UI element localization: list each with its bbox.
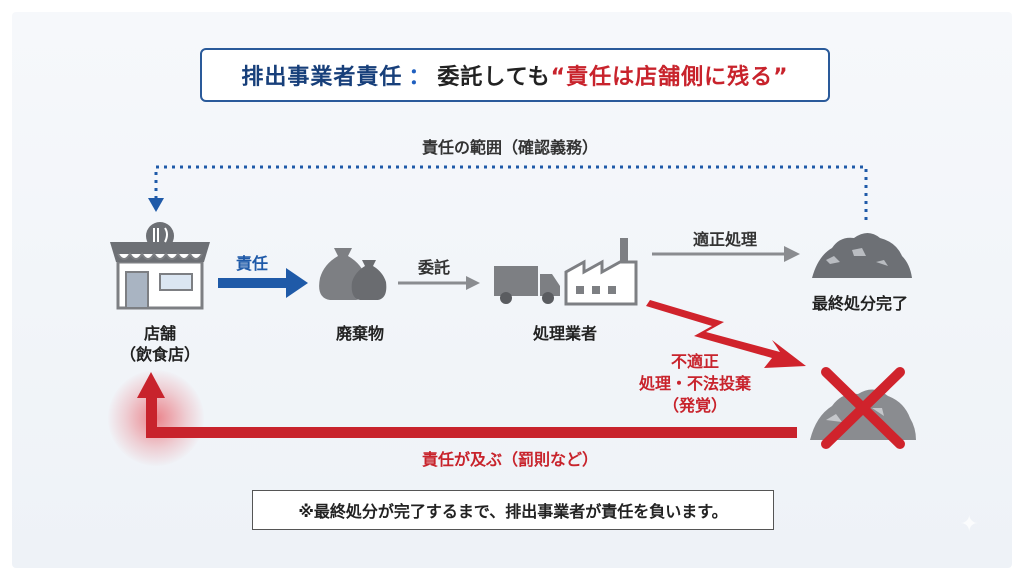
processor-label: 処理業者 — [532, 324, 597, 343]
garbage-bag-icon — [319, 248, 387, 300]
improper-label-line2: 処理・不法投棄 — [638, 374, 751, 393]
proper-processing-arrow — [652, 246, 800, 262]
scope-label: 責任の範囲（確認義務） — [421, 138, 598, 157]
improper-lightning-arrow — [646, 300, 806, 368]
liability-label: 責任が及ぶ（罰則など） — [421, 450, 598, 469]
waste-label: 廃棄物 — [335, 324, 384, 343]
final-disposal-label: 最終処分完了 — [811, 294, 908, 313]
improper-label-line3: （発覚） — [662, 396, 727, 415]
store-icon — [110, 222, 210, 310]
store-label-line1: 店舗 — [143, 324, 176, 343]
sparkle-icon: ✦ — [960, 512, 979, 537]
store-label-line2: （飲食店） — [119, 345, 200, 364]
title-part3: “責任は店舗側に残る” — [550, 65, 789, 90]
footnote-text: ※最終処分が完了するまで、排出事業者が責任を負います。 — [298, 502, 728, 521]
proper-processing-label: 適正処理 — [692, 230, 757, 249]
scope-dotted-arrow — [154, 165, 868, 220]
title-part2: 委託しても — [437, 65, 551, 90]
responsibility-label: 責任 — [235, 254, 268, 273]
responsibility-arrow — [218, 268, 308, 298]
factory-icon — [564, 238, 638, 306]
entrust-label: 委託 — [417, 258, 450, 277]
entrust-arrow — [398, 276, 480, 290]
title-part1: 排出事業者責任 — [241, 65, 403, 90]
landfill-icon — [812, 233, 912, 278]
title-box: 排出事業者責任：委託しても“責任は店舗側に残る” — [200, 48, 830, 102]
scope-arrowhead — [148, 198, 164, 212]
improper-label-line1: 不適正 — [670, 352, 719, 371]
title-colon: ： — [408, 65, 432, 90]
cross-icon — [821, 367, 905, 449]
footnote-box: ※最終処分が完了するまで、排出事業者が責任を負います。 — [252, 490, 774, 530]
truck-icon — [494, 266, 560, 304]
liability-arrow — [137, 372, 797, 438]
